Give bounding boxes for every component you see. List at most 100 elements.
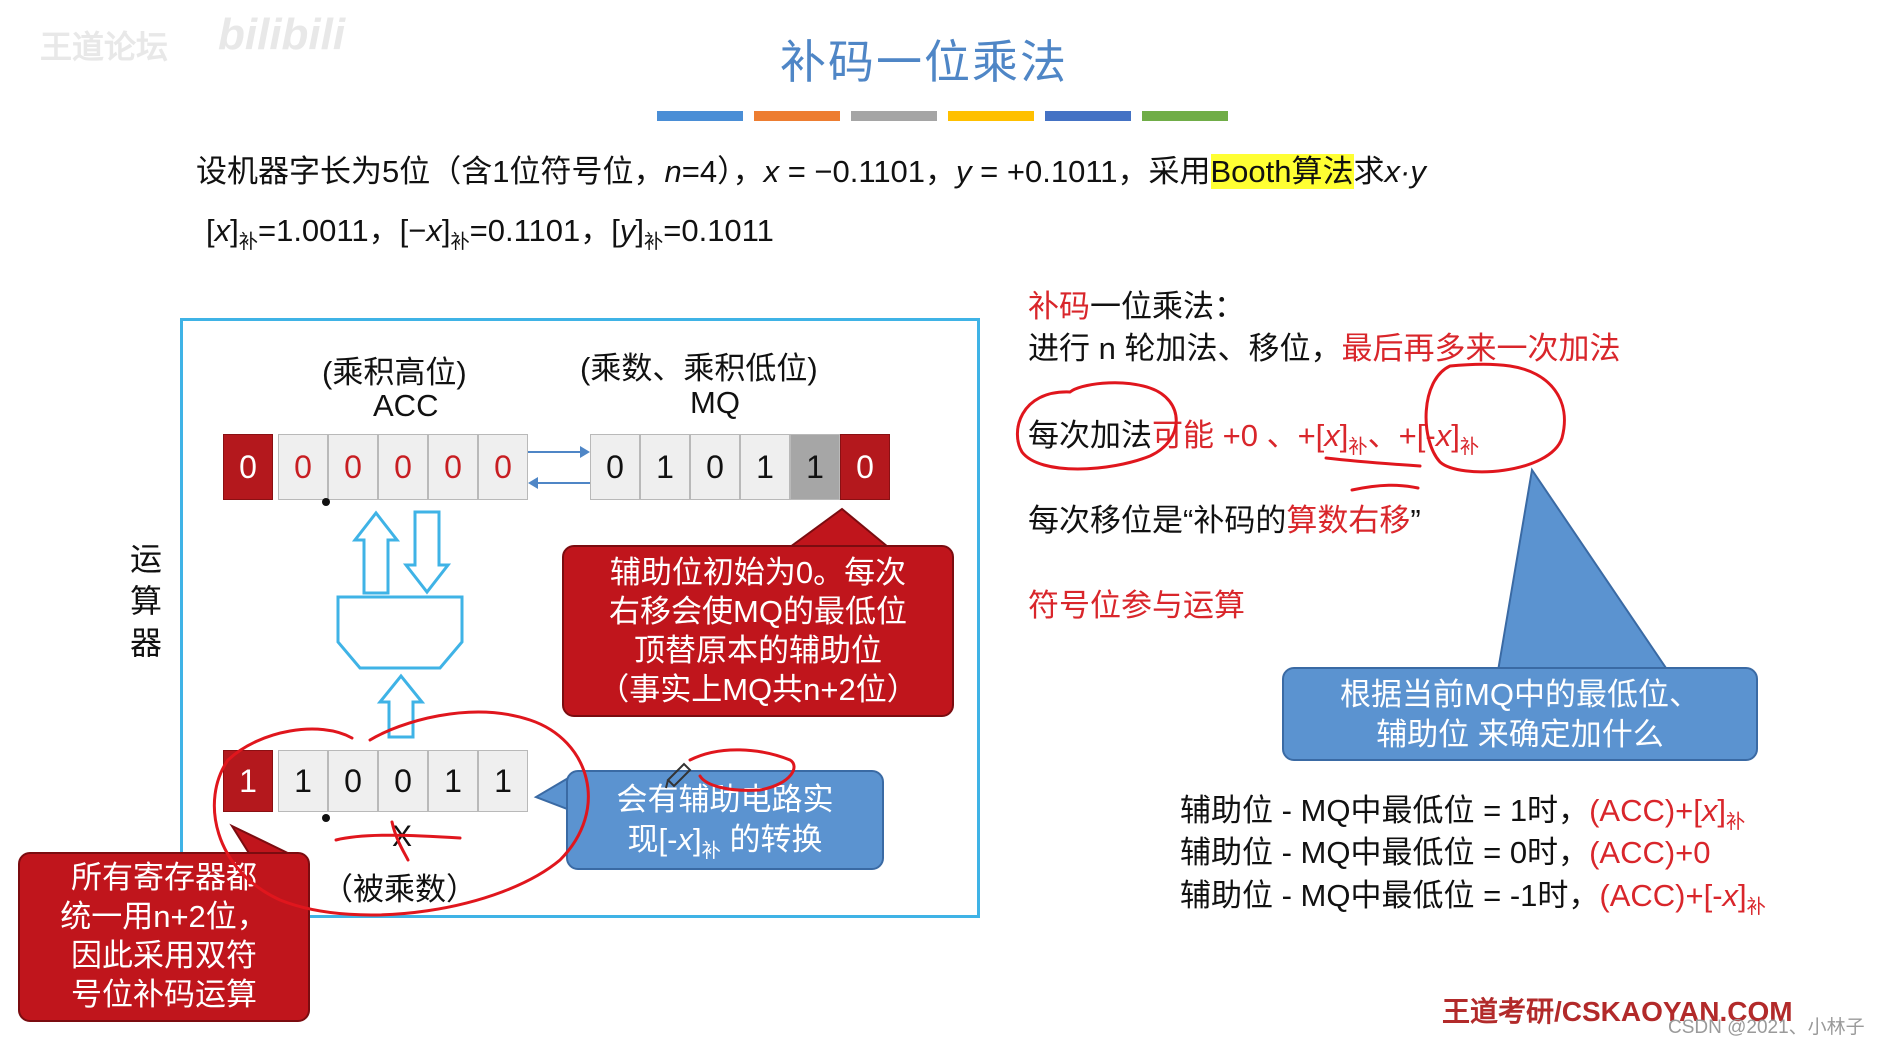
callout-line: 根据当前MQ中的最低位、 — [1340, 677, 1700, 712]
callout-line: 右移会使MQ的最低位 — [609, 594, 907, 629]
csdn-watermark: CSDN @2021、小林子 — [1668, 1017, 1865, 1038]
x-sign-bit: 1 — [223, 750, 273, 812]
arrow-head — [528, 477, 538, 489]
annotation-underline — [1324, 456, 1422, 468]
x-bit: 1 — [478, 750, 528, 812]
mq-caption: (乘数、乘积低位) — [580, 351, 818, 386]
side-char: 运 — [130, 541, 163, 577]
x-caption: （被乘数） — [322, 872, 477, 907]
arrow-acc-to-alu — [402, 510, 452, 595]
annotation-underline — [334, 833, 462, 842]
complement-x: =1.0011，[− — [257, 213, 427, 248]
decimal-dot — [322, 814, 330, 822]
rule-row: 辅助位 - MQ中最低位 = -1时，(ACC)+[-x]补 — [1180, 878, 1766, 919]
complement-y: =0.1011 — [663, 213, 774, 248]
x-bit: 0 — [328, 750, 378, 812]
alu-frame — [180, 318, 980, 918]
var-x: x — [426, 213, 442, 248]
annotation-circle — [1424, 362, 1566, 474]
mq-bit: 0 — [690, 434, 740, 500]
acc-bit: 0 — [328, 434, 378, 500]
callout-line: 统一用n+2位， — [60, 899, 268, 934]
x-bit: 1 — [428, 750, 478, 812]
mq-bit: 1 — [640, 434, 690, 500]
rule-row: 辅助位 - MQ中最低位 = 0时，(ACC)+0 — [1180, 835, 1711, 870]
annotation-circle — [688, 748, 796, 792]
acc-sign-bit: 0 — [223, 434, 273, 500]
title-bar-segment — [851, 111, 937, 121]
callout-registers: 所有寄存器都 统一用n+2位， 因此采用双符 号位补码运算 — [18, 852, 310, 1022]
page-title: 补码一位乘法 — [780, 36, 1068, 88]
callout-line: （事实上MQ共n+2位） — [598, 672, 918, 707]
arrow-alu-to-acc — [351, 510, 401, 595]
title-bar-segment — [754, 111, 840, 121]
annotation-mark — [390, 820, 410, 862]
decimal-dot — [322, 498, 330, 506]
note-addition: 每次加法可能 +0 、+[x]补、+[-x]补 — [1028, 418, 1480, 459]
callout-line: 辅助位初始为0。每次 — [609, 555, 907, 590]
var-xy: x·y — [1384, 154, 1426, 189]
alu-shape — [336, 595, 464, 670]
callout-aux-bit: 辅助位初始为0。每次 右移会使MQ的最低位 顶替原本的辅助位 （事实上MQ共n+… — [562, 545, 954, 717]
problem-line-2: [x]补=1.0011，[−x]补=0.1101，[y]补=0.1011 — [206, 213, 774, 254]
acc-bit: 0 — [378, 434, 428, 500]
callout-line: 辅助位 来确定加什么 — [1376, 717, 1664, 752]
acc-bit: 0 — [428, 434, 478, 500]
title-bar-segment — [657, 111, 743, 121]
callout-decide-add: 根据当前MQ中的最低位、 辅助位 来确定加什么 — [1282, 667, 1758, 761]
complement-negx: =0.1101，[ — [469, 213, 620, 248]
acc-bit: 0 — [278, 434, 328, 500]
title-bar-segment — [948, 111, 1034, 121]
problem-text: 设机器字长为5位（含1位符号位， — [196, 154, 665, 189]
pencil-cursor-icon — [665, 762, 692, 789]
x-bit: 0 — [378, 750, 428, 812]
x-bit: 1 — [278, 750, 328, 812]
note-heading: 补码一位乘法： — [1028, 289, 1245, 324]
callout-line: 现[-x]补 的转换 — [627, 822, 823, 863]
callout-line: 号位补码运算 — [71, 977, 257, 1012]
problem-line-1: 设机器字长为5位（含1位符号位，n=4），x = −0.1101，y = +0.… — [196, 146, 1426, 191]
problem-text: = +0.1011，采用 — [971, 154, 1211, 189]
aux-bit: 0 — [840, 434, 890, 500]
watermark-left: 王道论坛 — [40, 29, 169, 65]
sub-bu: 补 — [238, 232, 258, 254]
rule-row: 辅助位 - MQ中最低位 = 1时，(ACC)+[x]补 — [1180, 793, 1746, 834]
problem-text: = −0.1101， — [779, 154, 957, 189]
arrow-head — [580, 446, 590, 458]
acc-bit: 0 — [478, 434, 528, 500]
title-bar-segment — [1045, 111, 1131, 121]
mq-lowest-bit: 1 — [790, 434, 840, 500]
annotation-circle — [1015, 381, 1178, 471]
var-x: x — [214, 213, 231, 248]
callout-line: 顶替原本的辅助位 — [634, 633, 882, 668]
watermark-bilibili: bilibili — [218, 10, 346, 59]
acc-caption: (乘积高位) — [322, 355, 467, 390]
brand-footer: 王道考研/CSKAOYAN.COM — [1442, 996, 1793, 1027]
mq-bit: 1 — [740, 434, 790, 500]
sub-bu: 补 — [644, 232, 664, 254]
note-rounds: 进行 n 轮加法、移位，最后再多来一次加法 — [1028, 331, 1621, 366]
note-sign-bit: 符号位参与运算 — [1028, 588, 1245, 623]
title-bar-segment — [1142, 111, 1228, 121]
side-char: 算 — [130, 583, 163, 619]
problem-text: 求 — [1353, 154, 1385, 189]
var-y: y — [956, 154, 972, 189]
callout-line: 因此采用双符 — [71, 938, 257, 973]
var-x: x — [763, 154, 780, 189]
acc-label: ACC — [373, 388, 439, 423]
var-n: n — [664, 154, 682, 189]
annotation-underline — [1350, 483, 1420, 492]
problem-text: =4）， — [681, 154, 764, 189]
side-label: 运 算 器 — [130, 538, 162, 664]
callout-line: 所有寄存器都 — [71, 860, 257, 895]
booth-highlight: Booth算法 — [1210, 154, 1354, 189]
annotation-loop — [213, 710, 590, 917]
note-shift: 每次移位是“补码的算数右移” — [1028, 503, 1421, 538]
sub-bu: 补 — [450, 232, 470, 254]
mq-label: MQ — [690, 385, 740, 420]
side-char: 器 — [130, 625, 163, 661]
callout-negation-circuit: 会有辅助电路实 现[-x]补 的转换 — [566, 770, 884, 870]
